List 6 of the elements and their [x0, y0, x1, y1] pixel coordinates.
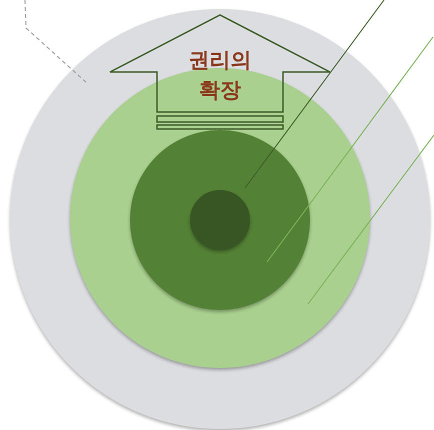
leader-line [266, 36, 434, 262]
leader-line [308, 134, 434, 304]
leader-line [244, 0, 384, 188]
core-circle [190, 190, 250, 250]
arrow-label: 권리의 확장 [188, 47, 252, 104]
leader-line [24, 0, 88, 84]
